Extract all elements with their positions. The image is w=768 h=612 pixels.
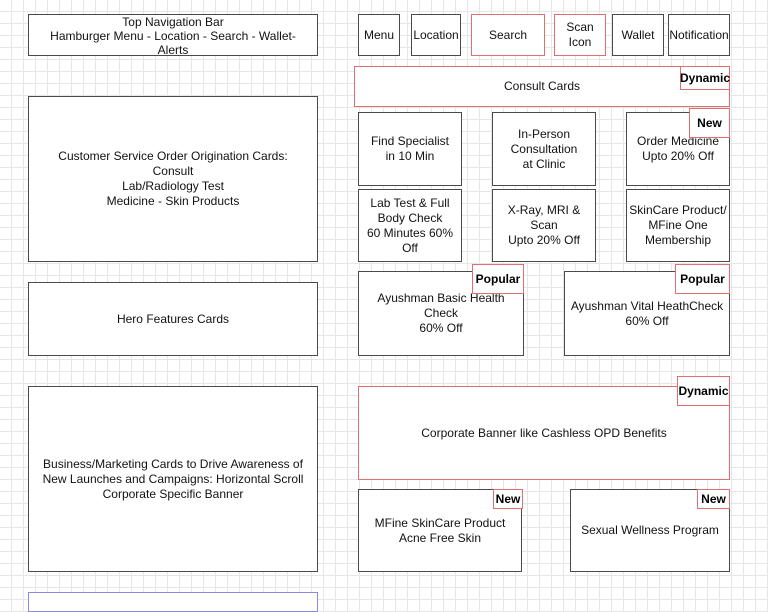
menu-nav-item[interactable]: Menu xyxy=(358,14,400,56)
ayushman-vital-popular-badge: Popular xyxy=(675,264,730,294)
order-origination-cards-description: Customer Service Order Origination Cards… xyxy=(28,96,318,262)
corporate-banner[interactable]: Corporate Banner like Cashless OPD Benef… xyxy=(358,386,730,480)
search-nav-item[interactable]: Search xyxy=(471,14,545,56)
notification-nav-item[interactable]: Notification xyxy=(668,14,730,56)
scan-icon-nav-item[interactable]: Scan Icon xyxy=(554,14,606,56)
xray-mri-scan-card[interactable]: X-Ray, MRI & Scan Upto 20% Off xyxy=(492,189,596,262)
partial-bottom-box xyxy=(28,592,318,612)
lab-test-card[interactable]: Lab Test & Full Body Check 60 Minutes 60… xyxy=(358,189,462,262)
corporate-dynamic-badge: Dynamic xyxy=(677,376,730,406)
skincare-membership-card[interactable]: SkinCare Product/ MFine One Membership xyxy=(626,189,730,262)
ayushman-basic-popular-badge: Popular xyxy=(472,264,524,294)
marketing-cards-description: Business/Marketing Cards to Drive Awaren… xyxy=(28,386,318,572)
consult-dynamic-badge: Dynamic xyxy=(680,66,730,90)
in-person-consultation-card[interactable]: In-Person Consultation at Clinic xyxy=(492,112,596,186)
location-nav-item[interactable]: Location xyxy=(411,14,461,56)
consult-cards-banner[interactable]: Consult Cards xyxy=(354,66,730,107)
hero-features-cards-description: Hero Features Cards xyxy=(28,282,318,356)
wallet-nav-item[interactable]: Wallet xyxy=(612,14,664,56)
mfine-skincare-new-badge: New xyxy=(493,489,523,509)
ayushman-vital-card[interactable]: Ayushman Vital HeathCheck 60% Off xyxy=(564,271,730,356)
top-navigation-bar-description: Top Navigation Bar Hamburger Menu - Loca… xyxy=(28,14,318,57)
find-specialist-card[interactable]: Find Specialist in 10 Min xyxy=(358,112,462,186)
sexual-wellness-new-badge: New xyxy=(697,489,730,509)
order-medicine-new-badge: New xyxy=(689,108,730,138)
